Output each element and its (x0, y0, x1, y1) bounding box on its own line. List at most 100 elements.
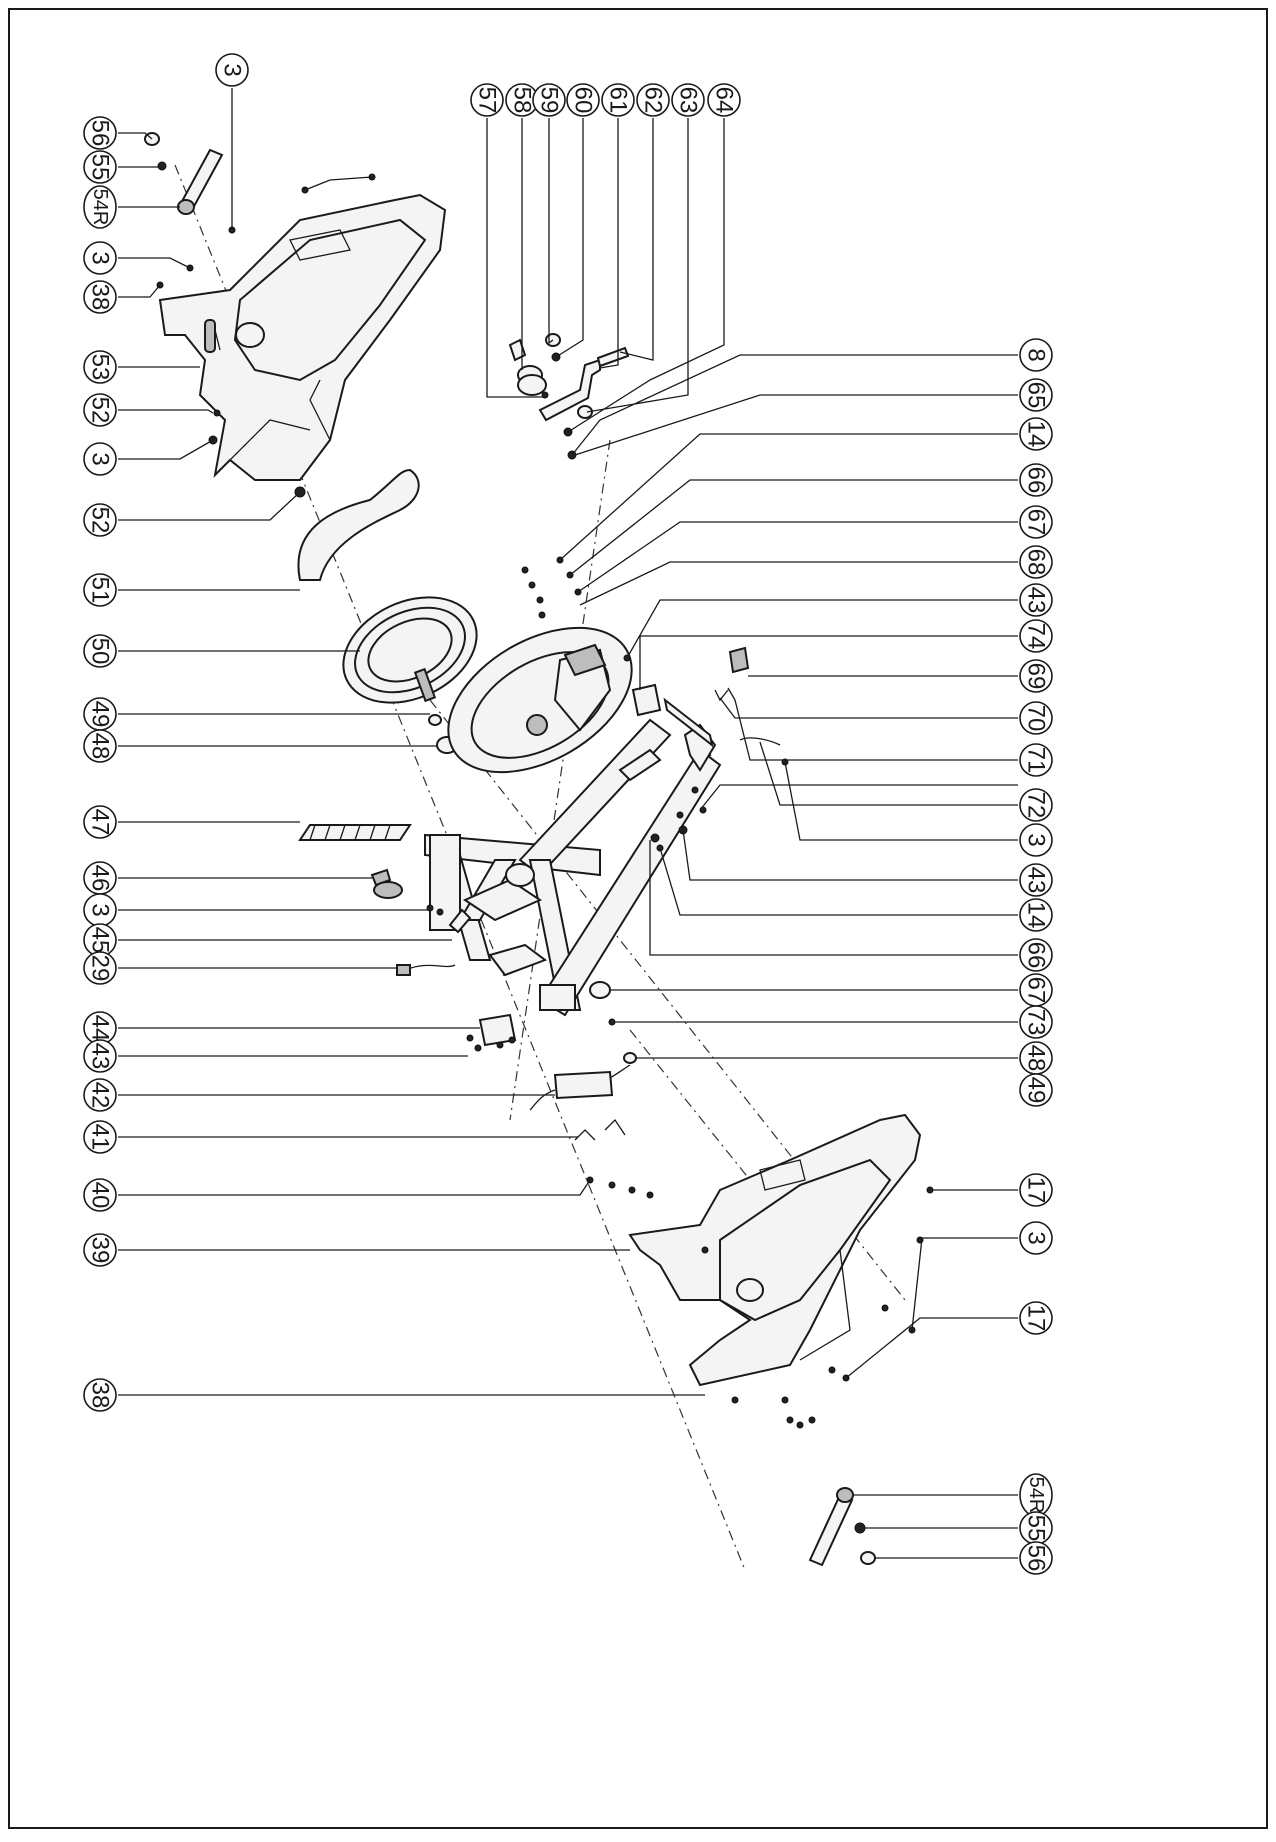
callout-circle (83, 150, 117, 184)
callout-top-left-19: 43 (83, 1039, 117, 1073)
callout-circle (83, 116, 117, 150)
callout-right-column-6: 43 (1019, 583, 1053, 617)
upper-fasteners (521, 556, 582, 619)
callout-number: 39 (87, 1237, 114, 1264)
callout-bottom-row-8: 3 (1019, 1221, 1053, 1255)
callout-right-column-8: 69 (1019, 659, 1053, 693)
callout-number: 38 (87, 1382, 114, 1409)
callout-circle (1019, 583, 1053, 617)
crank-axis-line (174, 164, 746, 1571)
sensor-parts (623, 646, 789, 766)
callout-circle (215, 53, 249, 87)
callout-bottom-row-4: 48 (1019, 1041, 1053, 1075)
callout-number: 42 (87, 1082, 114, 1109)
callout-number: 14 (1023, 421, 1050, 448)
callout-top-left-10: 50 (83, 634, 117, 668)
callout-number: 45 (87, 927, 114, 954)
callout-circle (1019, 1173, 1053, 1207)
callout-circle (83, 1120, 117, 1154)
callout-circle (1019, 938, 1053, 972)
callout-number: 51 (87, 577, 114, 604)
callout-number: 41 (87, 1124, 114, 1151)
callout-bottom-row-1: 14 (1019, 898, 1053, 932)
callout-top-left-1: 55 (83, 150, 117, 184)
callout-circle (83, 729, 117, 763)
callout-number: 40 (87, 1182, 114, 1209)
callout-circle (83, 442, 117, 476)
callout-circle (470, 83, 504, 117)
callout-circle (83, 1178, 117, 1212)
callout-right-column-9: 70 (1019, 701, 1053, 735)
bracket-45 (448, 908, 472, 934)
callout-right-column-1: 65 (1019, 378, 1053, 412)
leader-lines (118, 88, 1018, 1559)
callout-number: 62 (640, 87, 667, 114)
callout-circle (1019, 898, 1053, 932)
callout-number: 3 (219, 63, 246, 76)
callout-number: 53 (87, 354, 114, 381)
callout-top-left-4: 38 (83, 280, 117, 314)
callout-number: 48 (1023, 1045, 1050, 1072)
callout-number: 3 (87, 452, 114, 465)
callout-number: 60 (570, 87, 597, 114)
callout-number: 52 (87, 507, 114, 534)
callout-circle (83, 1039, 117, 1073)
callout-top-right-7: 64 (707, 83, 741, 117)
sheet-border (8, 8, 1268, 1829)
callout-top-right-2: 59 (532, 83, 566, 117)
callout-number: 73 (1023, 1009, 1050, 1036)
callout-circle (1019, 863, 1053, 897)
callout-top-right-4: 61 (601, 83, 635, 117)
callout-right-column-5: 68 (1019, 545, 1053, 579)
callout-number: 68 (1023, 549, 1050, 576)
callout-number: 56 (1023, 1545, 1050, 1572)
callout-number: 46 (87, 865, 114, 892)
callout-circle (601, 83, 635, 117)
callout-top-left-0: 56 (83, 116, 117, 150)
callout-top-left-12: 48 (83, 729, 117, 763)
power-adapter (529, 1064, 631, 1111)
callout-circle (1019, 788, 1053, 822)
callout-circle (83, 573, 117, 607)
tension-bracket (508, 333, 630, 460)
callout-circle (83, 1233, 117, 1267)
callout-number: 29 (87, 955, 114, 982)
callout-number: 61 (605, 87, 632, 114)
callout-circle (1019, 823, 1053, 857)
callout-number: 64 (711, 87, 738, 114)
upper-axis-line (509, 439, 611, 1121)
callout-circle (83, 805, 117, 839)
callout-top-left-3: 3 (83, 241, 117, 275)
callout-number: 8 (1023, 348, 1050, 361)
callout-number: 67 (1023, 977, 1050, 1004)
callout-circle (83, 634, 117, 668)
callout-right-column-12: 3 (1019, 823, 1053, 857)
callout-circle (1019, 1005, 1053, 1039)
callout-number: 3 (1023, 1231, 1050, 1244)
right-side-cover (628, 1113, 922, 1387)
callout-circle (1019, 545, 1053, 579)
callout-top-right-0: 57 (470, 83, 504, 117)
drive-belt (297, 468, 420, 581)
callout-top-left-20: 42 (83, 1078, 117, 1112)
callout-number: 55 (87, 154, 114, 181)
callout-top-left-15: 3 (83, 893, 117, 927)
adjust-knob (370, 868, 403, 899)
callout-number: 14 (1023, 902, 1050, 929)
callout-circle (83, 393, 117, 427)
callout-number: 50 (87, 638, 114, 665)
callout-bottom-row-2: 66 (1019, 938, 1053, 972)
callout-number: 43 (1023, 587, 1050, 614)
callout-circle (532, 83, 566, 117)
callout-number: 74 (1023, 623, 1050, 650)
callout-number: 17 (1023, 1305, 1050, 1332)
callout-bottom-row-7: 17 (1019, 1173, 1053, 1207)
callout-number: 49 (1023, 1077, 1050, 1104)
callout-number: 59 (536, 87, 563, 114)
callout-number: 66 (1023, 942, 1050, 969)
callout-circle (83, 350, 117, 384)
callout-number: 49 (87, 701, 114, 728)
callout-top-right-6: 63 (671, 83, 705, 117)
callout-top-left-14: 46 (83, 861, 117, 895)
